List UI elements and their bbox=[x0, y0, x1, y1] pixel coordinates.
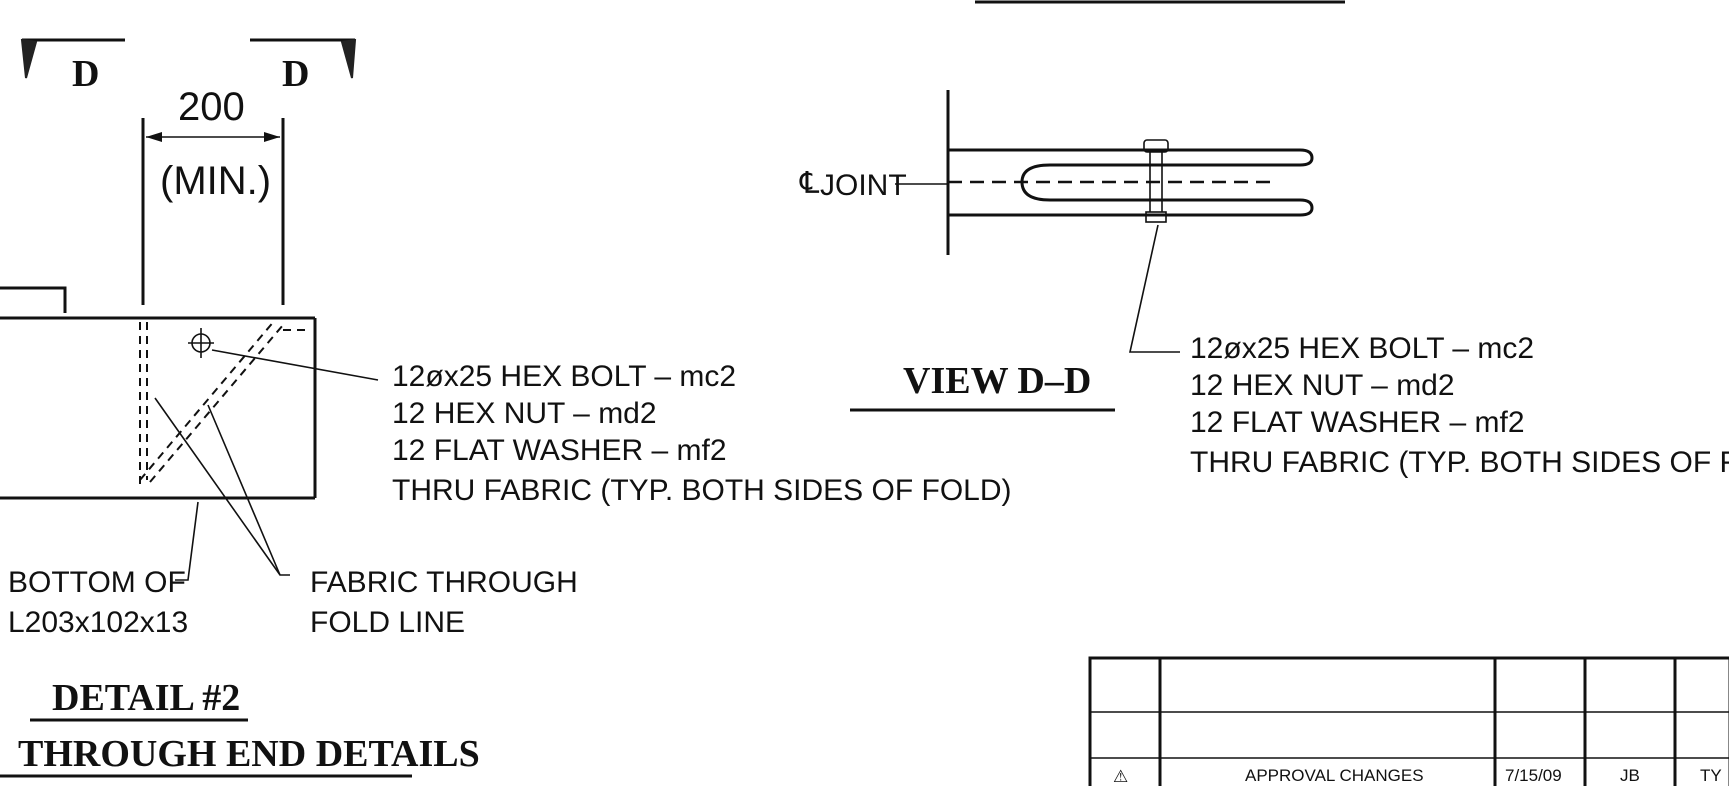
revision-extra: TY bbox=[1700, 766, 1722, 785]
view-dd-geometry bbox=[895, 90, 1314, 353]
callout-line: 12 HEX NUT – md2 bbox=[392, 397, 657, 430]
joint-label: JOINT bbox=[820, 169, 907, 202]
callout-line: 12 FLAT WASHER – mf2 bbox=[392, 434, 727, 467]
dimension-value: 200 bbox=[178, 85, 245, 129]
fabric-label: FABRIC THROUGH bbox=[310, 566, 578, 599]
revision-date: 7/15/09 bbox=[1505, 766, 1562, 785]
revision-description: APPROVAL CHANGES bbox=[1245, 766, 1424, 785]
centerline-symbol: ℄ bbox=[799, 167, 820, 200]
section-letter-right: D bbox=[282, 53, 309, 95]
callout-line: THRU FABRIC (TYP. BOTH SIDES OF FOLD) bbox=[1190, 446, 1729, 479]
section-mark-right: D bbox=[250, 38, 357, 95]
revision-by: JB bbox=[1620, 766, 1640, 785]
section-mark-left: D bbox=[20, 38, 125, 95]
section-letter-left: D bbox=[72, 53, 99, 95]
view-bolt-callout: 12øx25 HEX BOLT – mc2 12 HEX NUT – md2 1… bbox=[1190, 332, 1729, 479]
dimension-note: (MIN.) bbox=[160, 159, 271, 203]
callout-line: 12øx25 HEX BOLT – mc2 bbox=[1190, 332, 1534, 365]
callout-line: 12 HEX NUT – md2 bbox=[1190, 369, 1455, 402]
dimension-200: 200 (MIN.) bbox=[141, 85, 285, 305]
detail-2-geometry bbox=[0, 286, 379, 581]
view-title: VIEW D–D bbox=[903, 360, 1091, 402]
detail-subtitle: THROUGH END DETAILS bbox=[18, 733, 480, 775]
fabric-label: FOLD LINE bbox=[310, 606, 465, 639]
detail-title: DETAIL #2 bbox=[52, 677, 240, 719]
callout-line: THRU FABRIC (TYP. BOTH SIDES OF FOLD) bbox=[392, 474, 1012, 507]
revision-table: ⚠ APPROVAL CHANGES 7/15/09 JB TY bbox=[1088, 656, 1729, 786]
detail-bolt-callout: 12øx25 HEX BOLT – mc2 12 HEX NUT – md2 1… bbox=[392, 360, 1012, 507]
callout-line: 12 FLAT WASHER – mf2 bbox=[1190, 406, 1525, 439]
callout-line: 12øx25 HEX BOLT – mc2 bbox=[392, 360, 736, 393]
bottom-label: L203x102x13 bbox=[8, 606, 188, 639]
revision-symbol-icon: ⚠ bbox=[1113, 767, 1128, 786]
bottom-label: BOTTOM OF bbox=[8, 566, 186, 599]
